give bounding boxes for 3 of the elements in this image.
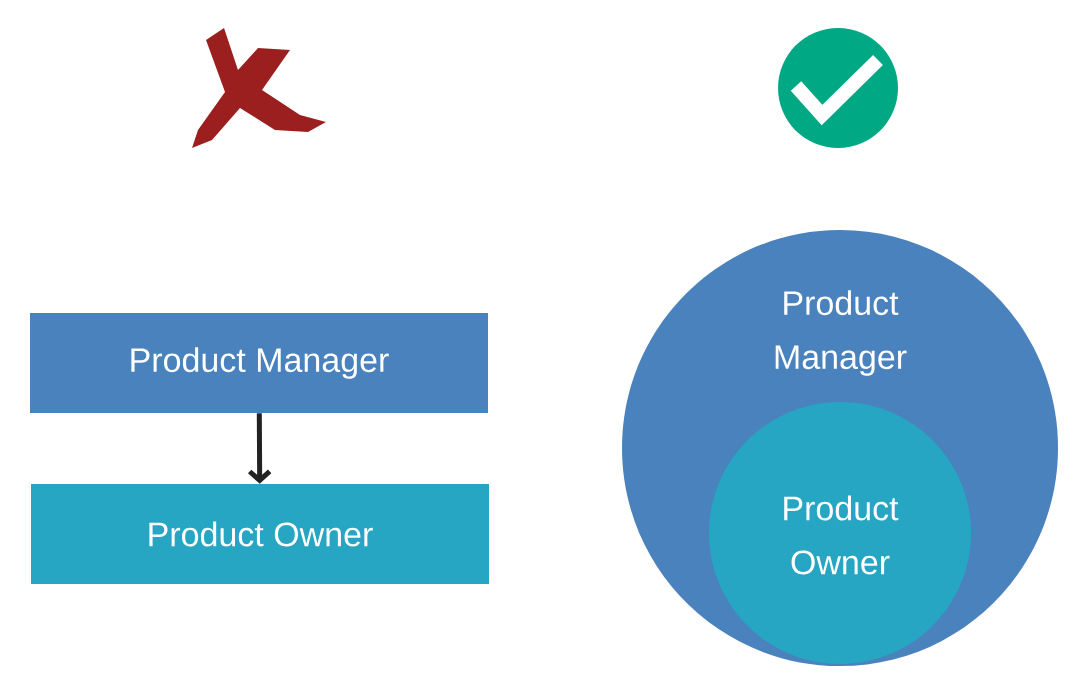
arrow (247, 413, 272, 484)
process-box: Product Owner (31, 484, 489, 584)
process-box: Product Manager (30, 313, 488, 413)
